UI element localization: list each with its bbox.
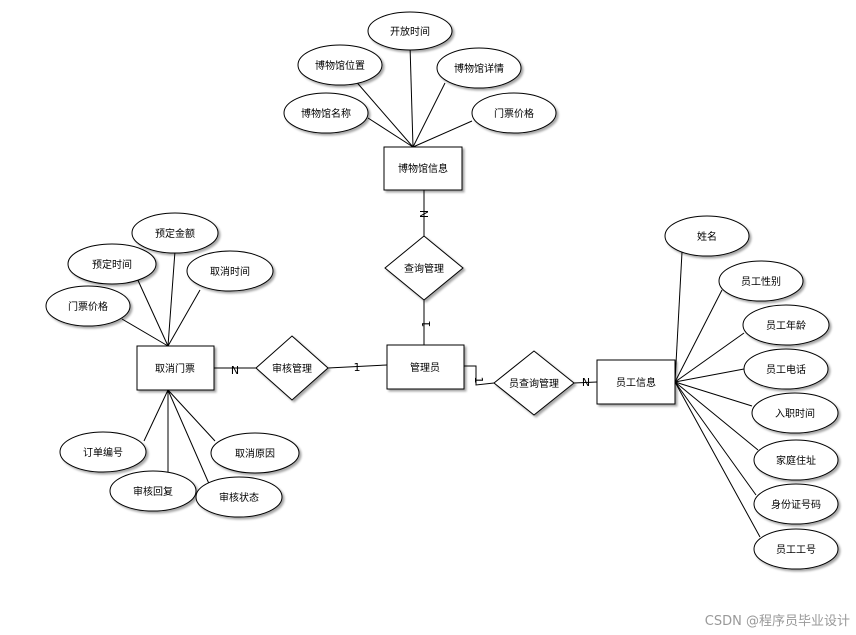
svg-text:取消时间: 取消时间 (210, 265, 250, 278)
attr-museum-detail: 博物馆详情 (436, 47, 522, 89)
relation-review-management: 审核管理 (255, 335, 329, 401)
entity-admin: 管理员 (386, 344, 465, 390)
attr-cancel-ticket-price: 门票价格 (45, 285, 131, 327)
svg-text:查询管理: 查询管理 (404, 262, 444, 275)
entity-cancel-ticket: 取消门票 (136, 345, 215, 391)
svg-text:审核状态: 审核状态 (219, 491, 259, 504)
svg-text:员工信息: 员工信息 (616, 376, 656, 389)
attr-staff-age: 员工年龄 (742, 304, 830, 346)
svg-text:员工年龄: 员工年龄 (766, 319, 806, 332)
svg-text:审核回复: 审核回复 (133, 485, 173, 498)
entity-museum-info: 博物馆信息 (383, 146, 463, 191)
svg-text:员查询管理: 员查询管理 (509, 377, 559, 390)
svg-text:订单编号: 订单编号 (83, 446, 123, 459)
svg-text:博物馆详情: 博物馆详情 (454, 62, 504, 75)
attr-staff-gender: 员工性别 (718, 260, 804, 302)
svg-text:员工工号: 员工工号 (776, 544, 816, 556)
attr-cancel-reason: 取消原因 (210, 432, 300, 474)
attr-order-number: 订单编号 (59, 431, 147, 473)
svg-text:姓名: 姓名 (697, 230, 717, 243)
relation-staff-query-management: 员查询管理 (493, 350, 575, 416)
svg-text:博物馆名称: 博物馆名称 (301, 107, 351, 120)
cardinality-staffq-staff: N (582, 376, 590, 389)
attr-staff-id-number: 身份证号码 (753, 483, 839, 525)
svg-text:开放时间: 开放时间 (390, 25, 430, 38)
attr-staff-phone: 员工电话 (743, 348, 829, 390)
attr-museum-name: 博物馆名称 (283, 92, 369, 134)
attr-review-reply: 审核回复 (109, 470, 197, 512)
svg-text:入职时间: 入职时间 (775, 407, 815, 420)
cardinality-query-admin: 1 (420, 321, 433, 328)
attr-booking-amount: 预定金额 (131, 212, 219, 254)
cardinality-admin-staffq: 1 (472, 377, 485, 384)
attr-staff-name: 姓名 (664, 215, 750, 257)
cardinality-review-admin: 1 (354, 361, 361, 374)
svg-text:身份证号码: 身份证号码 (771, 498, 821, 511)
svg-text:博物馆信息: 博物馆信息 (398, 162, 448, 175)
connector-lines (121, 44, 761, 538)
attr-museum-open-time: 开放时间 (367, 11, 453, 51)
svg-text:门票价格: 门票价格 (494, 107, 534, 120)
svg-text:员工电话: 员工电话 (766, 363, 806, 376)
cardinality-museum-query: N (417, 210, 430, 218)
attr-museum-location: 博物馆位置 (297, 44, 383, 86)
attr-booking-time: 预定时间 (67, 243, 157, 285)
svg-text:审核管理: 审核管理 (272, 362, 312, 375)
svg-text:门票价格: 门票价格 (68, 300, 108, 313)
svg-text:员工性别: 员工性别 (741, 275, 781, 288)
attr-staff-employee-number: 员工工号 (753, 528, 839, 570)
watermark: CSDN @程序员毕业设计 (704, 614, 850, 629)
svg-text:预定金额: 预定金额 (155, 227, 195, 240)
svg-text:取消原因: 取消原因 (235, 447, 275, 460)
attr-review-status: 审核状态 (195, 476, 283, 518)
cardinality-cancel-review: N (231, 364, 239, 377)
attr-cancel-time: 取消时间 (186, 250, 274, 292)
svg-text:家庭住址: 家庭住址 (776, 454, 816, 467)
attr-museum-ticket-price: 门票价格 (471, 92, 557, 134)
attr-staff-address: 家庭住址 (753, 439, 839, 481)
svg-text:管理员: 管理员 (410, 361, 440, 374)
svg-text:博物馆位置: 博物馆位置 (315, 59, 365, 72)
svg-text:预定时间: 预定时间 (92, 258, 132, 271)
entity-staff-info: 员工信息 (596, 359, 676, 405)
attr-staff-hire-date: 入职时间 (751, 392, 839, 434)
svg-text:取消门票: 取消门票 (155, 362, 195, 375)
relation-query-management: 查询管理 (384, 235, 464, 301)
